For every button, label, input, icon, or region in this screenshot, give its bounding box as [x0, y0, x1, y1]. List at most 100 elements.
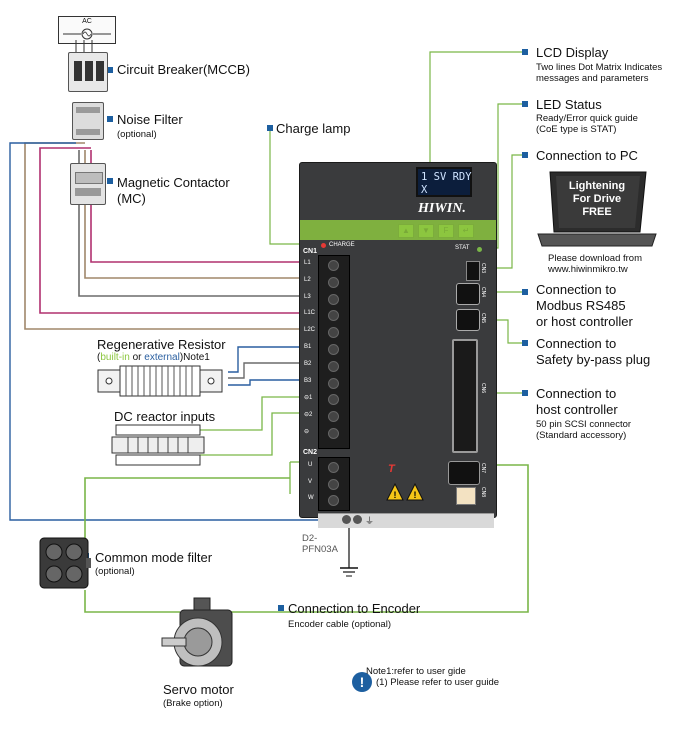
regen-builtin: built-in: [100, 352, 130, 363]
dc-reactor-icon: [111, 424, 205, 466]
servo-sub: (Brake option): [163, 698, 223, 709]
laptop-line2: For Drive: [572, 193, 622, 205]
cn1-terminal: L1C: [304, 307, 354, 323]
pc-title: Connection to PC: [536, 148, 638, 163]
charge-indicator: [321, 243, 326, 248]
brand-logo: HIWIN.: [418, 201, 466, 216]
cn1-terminal-label: L2: [304, 276, 311, 283]
magnetic-contactor-device: [70, 163, 106, 205]
cn8-port[interactable]: [456, 487, 476, 505]
cn1-terminal: L2: [304, 274, 354, 290]
cn1-terminal: ⊖: [304, 425, 354, 441]
cn2-terminal-label: U: [308, 462, 313, 468]
cn1-terminal: B3: [304, 375, 354, 391]
lcd-sub2: messages and parameters: [536, 73, 649, 84]
cn6-scsi-port[interactable]: [452, 339, 478, 453]
laptop-line3: FREE: [582, 206, 612, 218]
cn1-terminal-label: B2: [304, 360, 312, 367]
cn2-terminal-label: W: [308, 495, 314, 501]
connector-label: CN4: [480, 287, 486, 298]
wire-l1: [90, 150, 303, 263]
cn1-terminal-label: L3: [304, 293, 311, 300]
connector-label: CN5: [480, 313, 486, 324]
cn2-terminal: W: [304, 492, 354, 508]
host-sub1: 50 pin SCSI connector: [536, 419, 632, 430]
terminal-screw-icon: [328, 360, 339, 372]
safety-2: Safety by-pass plug: [536, 352, 651, 367]
cn1-terminal: L1: [304, 257, 354, 273]
terminal-screw-icon: [328, 327, 339, 339]
cn4-rj45-port[interactable]: [456, 283, 480, 305]
led-title: LED Status: [536, 97, 602, 112]
terminal-screw-icon: [328, 293, 339, 305]
ground-screw-1: [342, 515, 351, 524]
svg-text:!: !: [394, 490, 397, 500]
ground-screw-2: [353, 515, 362, 524]
wire-dc2: [200, 412, 303, 456]
noise-filter-label: Noise Filter: [117, 112, 183, 127]
breaker-label: Circuit Breaker(MCCB): [117, 62, 250, 77]
download-line2: www.hiwinmikro.tw: [548, 264, 628, 275]
warning-icon: ! !: [386, 483, 424, 501]
terminal-screw-icon: [328, 411, 339, 423]
lcd-line2: X: [421, 184, 428, 196]
t-logo: T: [388, 463, 395, 475]
cn1-terminal: B2: [304, 358, 354, 374]
regen-title: Regenerative Resistor: [97, 337, 226, 352]
note-sub: (1) Please refer to user guide: [376, 677, 500, 688]
terminal-screw-icon: [328, 495, 339, 506]
servo-drive: 1 SV RDY X HIWIN. ▲ ▼ F ↵ CHARGE CN1 STA…: [299, 162, 497, 528]
cn1-terminal-label: ⊖1: [304, 395, 313, 402]
noise-filter-sub: (optional): [117, 129, 157, 140]
dc-reactor-label: DC reactor inputs: [114, 409, 216, 424]
connector-label: CN7: [480, 463, 486, 474]
regen-open: (: [97, 352, 101, 363]
terminal-screw-icon: [328, 344, 339, 355]
wire-dc1: [200, 396, 303, 431]
cn1-terminal: ⊖2: [304, 408, 354, 424]
cn1-terminal-label: B3: [304, 377, 312, 384]
cn1-terminal: L2C: [304, 324, 354, 340]
callout-pc: [490, 154, 522, 269]
cn1-terminal-label: ⊖: [304, 429, 310, 435]
modbus-3: or host controller: [536, 314, 633, 329]
terminal-screw-icon: [328, 394, 339, 406]
common-mode-filter-icon: [39, 537, 91, 589]
safety-1: Connection to: [536, 336, 617, 351]
charge-lamp-label: Charge lamp: [276, 121, 351, 136]
cn1-terminal-label: L1C: [304, 310, 316, 317]
cn1-terminal-label: L1: [304, 260, 311, 266]
lcd-sub1: Two lines Dot Matrix Indicates: [536, 62, 663, 73]
circuit-breaker-device: [68, 52, 108, 92]
modbus-2: Modbus RS485: [536, 298, 626, 313]
cn1-terminal-label: L2C: [304, 327, 316, 334]
wire-l2c: [24, 142, 303, 330]
info-icon: !: [352, 672, 372, 692]
wire-b1: [228, 346, 303, 373]
laptop-icon: [537, 171, 657, 247]
led-sub1: Ready/Error quick guide: [536, 113, 638, 124]
bottom-ground-plate: [318, 513, 494, 528]
cn5-rj45-port[interactable]: [456, 309, 480, 331]
lcd-display: 1 SV RDY X: [416, 167, 472, 197]
model-line2: PFN03A: [302, 544, 338, 555]
modbus-1: Connection to: [536, 282, 617, 297]
cn1-terminal: L3: [304, 291, 354, 307]
regen-sub: (built-in or external)Note1: [97, 352, 210, 363]
terminal-screw-icon: [328, 428, 339, 439]
wire-filter-motor: [84, 590, 180, 613]
terminal-screw-icon: [328, 478, 339, 490]
connector-label: CN3: [480, 263, 486, 274]
wire-motor: [84, 477, 290, 538]
callout-lcd: [429, 51, 522, 170]
lcd-title: LCD Display: [536, 45, 609, 60]
cm-filter-sub: (optional): [95, 566, 135, 577]
ground-symbol-icon: ⏚: [365, 516, 375, 526]
download-line1: Please download from: [548, 253, 642, 264]
ac-symbol-icon: [63, 28, 111, 40]
cn7-encoder-port[interactable]: [448, 461, 480, 485]
terminal-screw-icon: [328, 377, 339, 389]
servo-motor-icon: [161, 597, 233, 667]
cn3-usb-port[interactable]: [466, 261, 480, 281]
host-1: Connection to: [536, 386, 617, 401]
